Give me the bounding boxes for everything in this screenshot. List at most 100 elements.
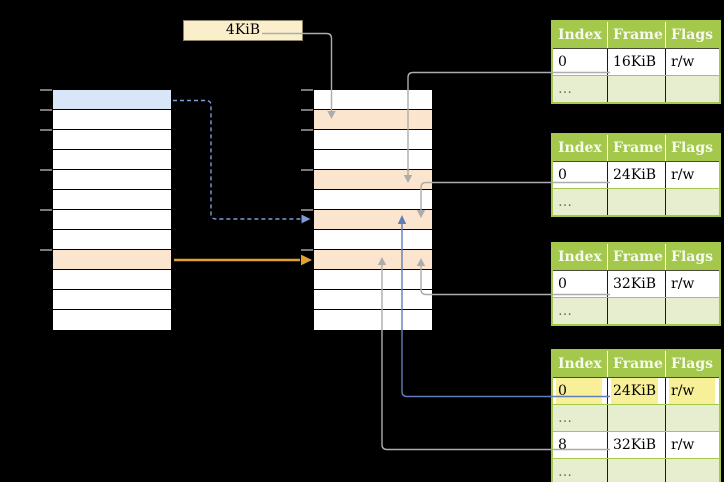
- middle-memory-column-row-1: [314, 110, 432, 130]
- flags-cell: r/w: [665, 162, 719, 188]
- tick-mark: [301, 169, 313, 171]
- page-table-4: Index Frame Flags 0 24KiB r/w … 8 32KiB …: [551, 349, 721, 482]
- table-row-ellipsis: …: [553, 404, 719, 431]
- left-memory-column-row-5: [53, 190, 171, 210]
- left-memory-column-row-8: [53, 250, 171, 270]
- table-header-row: Index Frame Flags: [553, 22, 719, 48]
- page-table-2: Index Frame Flags 0 24KiB r/w …: [551, 133, 721, 217]
- index-cell: …: [558, 410, 572, 426]
- table-row: 0 16KiB r/w: [553, 48, 719, 75]
- middle-memory-column-row-10: [314, 290, 432, 310]
- highlighted-value: 0: [556, 378, 602, 404]
- header-flags: Flags: [665, 22, 719, 48]
- table-row-ellipsis: …: [553, 188, 719, 215]
- physical-memory-column: [313, 89, 433, 331]
- middle-memory-column-row-7: [314, 230, 432, 250]
- frame-cell: 24KiB: [607, 378, 665, 404]
- frame-cell: [607, 298, 665, 324]
- page-table-3: Index Frame Flags 0 32KiB r/w …: [551, 242, 721, 326]
- left-memory-column-row-6: [53, 210, 171, 230]
- header-frame: Frame: [607, 351, 665, 377]
- page-size-label: 4KiB: [183, 20, 303, 41]
- index-cell: 0: [553, 378, 607, 404]
- left-memory-column-row-11: [53, 310, 171, 330]
- table-header-row: Index Frame Flags: [553, 244, 719, 270]
- index-cell: …: [558, 303, 572, 319]
- header-index: Index: [558, 140, 602, 156]
- flags-cell: r/w: [665, 432, 719, 458]
- frame-cell: 24KiB: [607, 162, 665, 188]
- table-row: 8 32KiB r/w: [553, 431, 719, 458]
- frame-cell: 32KiB: [607, 271, 665, 297]
- page-table-1: Index Frame Flags 0 16KiB r/w …: [551, 20, 721, 104]
- table-row-ellipsis: …: [553, 297, 719, 324]
- left-memory-column-row-0: [53, 90, 171, 110]
- middle-memory-column-row-3: [314, 150, 432, 170]
- header-frame: Frame: [607, 244, 665, 270]
- flags-cell: [665, 459, 719, 482]
- left-memory-column-row-10: [53, 290, 171, 310]
- header-index: Index: [558, 356, 602, 372]
- tick-mark: [40, 89, 52, 91]
- middle-memory-column-row-9: [314, 270, 432, 290]
- index-cell: 0: [558, 167, 567, 183]
- table-row: 0 32KiB r/w: [553, 270, 719, 297]
- table-row-ellipsis: …: [553, 75, 719, 102]
- flags-cell: [665, 189, 719, 215]
- header-flags: Flags: [665, 351, 719, 377]
- header-flags: Flags: [665, 135, 719, 161]
- left-memory-column-row-3: [53, 150, 171, 170]
- middle-memory-column-row-11: [314, 310, 432, 330]
- highlighted-value: 24KiB: [611, 378, 659, 404]
- index-cell: …: [558, 194, 572, 210]
- header-frame: Frame: [607, 22, 665, 48]
- middle-memory-column-row-6: [314, 210, 432, 230]
- left-memory-column-row-1: [53, 110, 171, 130]
- index-cell: …: [558, 81, 572, 97]
- flags-cell: r/w: [665, 271, 719, 297]
- tick-mark: [301, 109, 313, 111]
- index-cell: 0: [558, 54, 567, 70]
- table-header-row: Index Frame Flags: [553, 135, 719, 161]
- frame-cell: [607, 459, 665, 482]
- frame-cell: [607, 189, 665, 215]
- flags-cell: r/w: [665, 49, 719, 75]
- arrow-head-right: [301, 254, 312, 266]
- flags-cell: [665, 298, 719, 324]
- table-row-ellipsis: …: [553, 458, 719, 482]
- highlighted-value: r/w: [669, 378, 715, 404]
- frame-cell: 16KiB: [607, 49, 665, 75]
- flags-cell: [665, 405, 719, 431]
- index-cell: …: [558, 464, 572, 480]
- flags-cell: [665, 76, 719, 102]
- tick-mark: [40, 169, 52, 171]
- index-cell: 8: [558, 437, 567, 453]
- middle-memory-column-row-8: [314, 250, 432, 270]
- tick-mark: [40, 249, 52, 251]
- frame-cell: [607, 76, 665, 102]
- frame-cell: 32KiB: [607, 432, 665, 458]
- tick-mark: [301, 129, 313, 131]
- table-header-row: Index Frame Flags: [553, 351, 719, 377]
- tick-mark: [40, 129, 52, 131]
- middle-memory-column-row-2: [314, 130, 432, 150]
- header-index: Index: [558, 249, 602, 265]
- left-memory-column-row-9: [53, 270, 171, 290]
- table-row-highlighted: 0 24KiB r/w: [553, 377, 719, 404]
- left-memory-column-row-7: [53, 230, 171, 250]
- left-memory-column-row-2: [53, 130, 171, 150]
- header-flags: Flags: [665, 244, 719, 270]
- frame-cell: [607, 405, 665, 431]
- flags-cell: r/w: [665, 378, 719, 404]
- tick-mark: [40, 109, 52, 111]
- table-row: 0 24KiB r/w: [553, 161, 719, 188]
- header-frame: Frame: [607, 135, 665, 161]
- tick-mark: [40, 209, 52, 211]
- middle-memory-column-row-4: [314, 170, 432, 190]
- header-index: Index: [558, 27, 602, 43]
- index-cell: 0: [558, 276, 567, 292]
- connector-virtual-to-physical-dashed: [173, 99, 311, 224]
- virtual-memory-column: [52, 89, 172, 331]
- left-memory-column-row-4: [53, 170, 171, 190]
